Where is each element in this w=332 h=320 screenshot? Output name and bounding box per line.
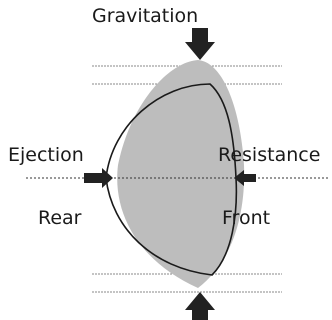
resistance-label: Resistance: [218, 146, 320, 165]
ejection-arrow: [84, 168, 113, 188]
ejection-label: Ejection: [8, 146, 84, 165]
front-label: Front: [222, 209, 270, 228]
gravitation-arrow: [185, 28, 215, 60]
rear-label: Rear: [38, 209, 82, 228]
lift-arrow: [185, 292, 215, 320]
gravitation-label: Gravitation: [92, 7, 198, 26]
